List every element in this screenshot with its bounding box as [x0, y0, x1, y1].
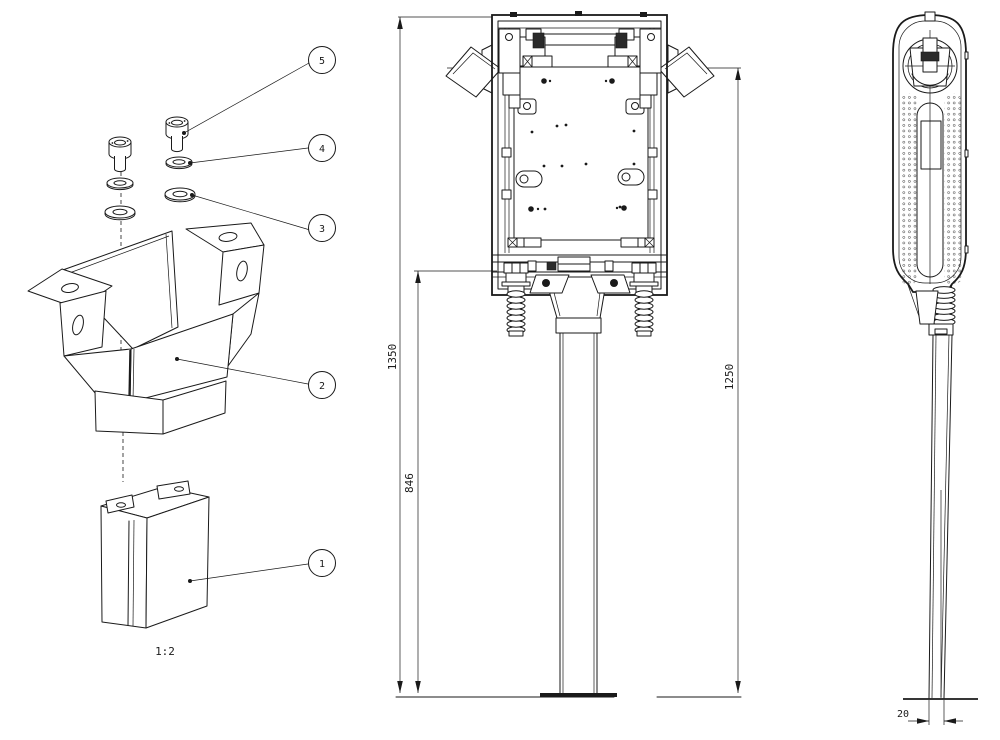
- front-view: 1350 846 1250: [386, 11, 742, 698]
- callout-3-number: 3: [319, 224, 325, 235]
- dim-1350-label: 1350: [386, 344, 399, 371]
- side-wing-right: [658, 44, 715, 98]
- bolt-stack-right: [629, 262, 659, 293]
- access-panel: [916, 102, 944, 278]
- callout-4: 4: [188, 134, 336, 165]
- label-plate-right: [607, 55, 638, 68]
- plate-clamp-right: [620, 237, 655, 248]
- callout-3: 3: [190, 193, 336, 242]
- side-view: 20: [892, 11, 978, 725]
- callout-1-number: 1: [319, 559, 325, 570]
- callout-5: 5: [182, 46, 336, 135]
- flat-washer-left: [104, 205, 136, 221]
- cabinet-backplate: [507, 66, 655, 248]
- spring-right: [634, 290, 654, 337]
- bolt-stack-left: [501, 262, 531, 293]
- spring-left: [506, 290, 526, 337]
- dim-846-label: 846: [403, 473, 416, 493]
- socket-screw-left: [108, 136, 132, 173]
- scale-label: 1:2: [155, 645, 175, 658]
- pole-collar: [555, 317, 602, 334]
- dim-20-label: 20: [897, 709, 909, 720]
- mount-bracket: [27, 222, 265, 435]
- callout-2-number: 2: [319, 381, 325, 392]
- lens-assembly: [902, 11, 958, 94]
- pole-front: [540, 332, 617, 697]
- exploded-view: 5 4 3 2 1 1:2: [27, 46, 336, 658]
- top-mechanism: [498, 28, 662, 109]
- pole-base-plate: [540, 693, 617, 697]
- side-bracket-plate: [915, 290, 939, 325]
- callout-4-number: 4: [319, 144, 325, 155]
- callout-1: 1: [188, 549, 336, 583]
- dim-1250-label: 1250: [723, 364, 736, 391]
- plate-clamp-left: [507, 237, 542, 248]
- dimension-846: 846: [403, 270, 497, 693]
- pole-adapter-box: [100, 480, 210, 629]
- pole-side: [928, 334, 953, 699]
- dimension-20: 20: [897, 700, 963, 725]
- dimension-1250: 1250: [723, 68, 741, 693]
- callout-2: 2: [175, 357, 336, 399]
- mount-assembly: [491, 254, 668, 337]
- spring-washer-left: [106, 177, 134, 191]
- perforation-bands: [900, 93, 962, 285]
- dimension-1350: 1350: [386, 16, 492, 693]
- callout-5-number: 5: [319, 56, 325, 67]
- label-plate-left: [522, 55, 553, 68]
- side-mount: [907, 284, 956, 336]
- side-wing-left: [445, 44, 502, 98]
